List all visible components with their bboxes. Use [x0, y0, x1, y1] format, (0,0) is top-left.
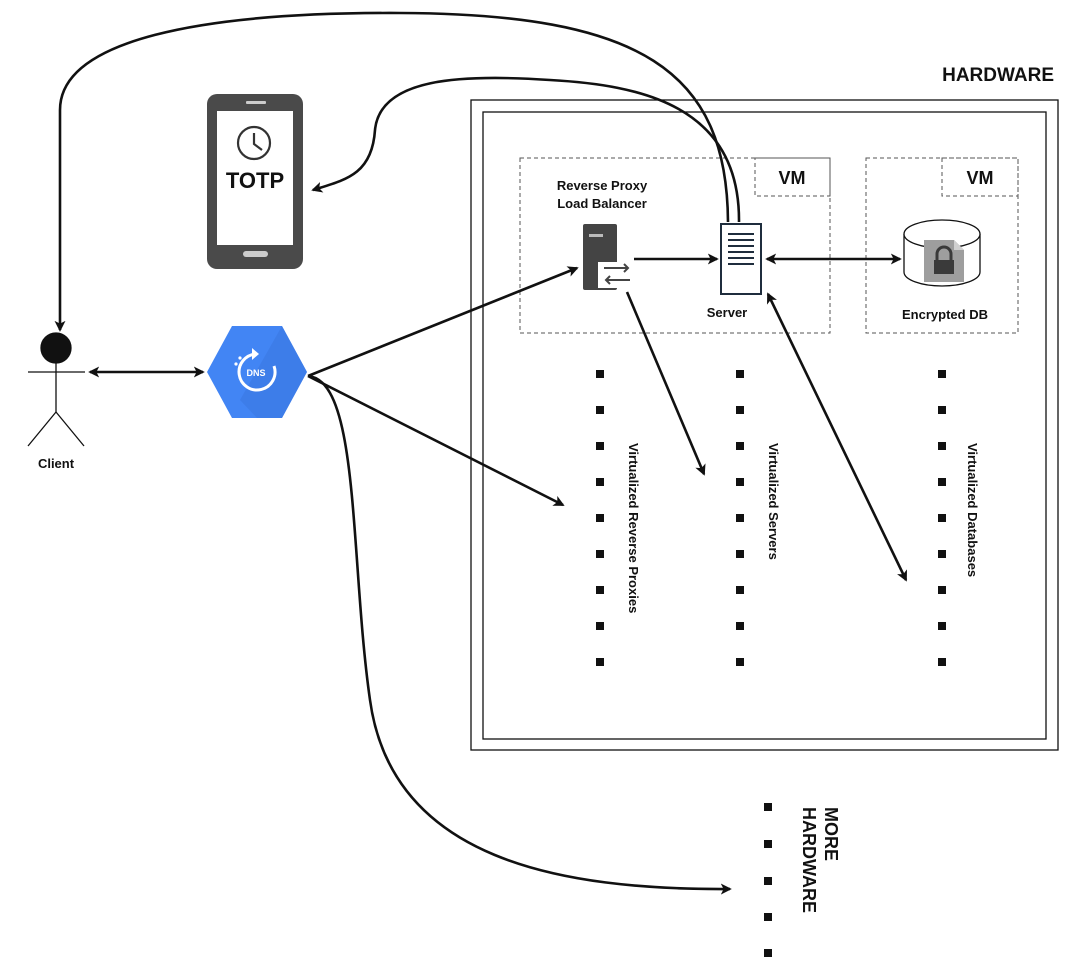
dns-icon: [207, 326, 307, 418]
more-hardware-label-line1: MORE: [821, 807, 841, 861]
arrow-dns-more-hardware: [307, 374, 732, 895]
reverse-proxy-server-icon: [583, 224, 632, 290]
client-label: Client: [38, 456, 75, 471]
arrow-proxy-virtual-servers: [625, 291, 706, 476]
server-icon: [720, 223, 762, 295]
dotted-column-proxies: [596, 370, 604, 666]
phone-clock-icon: [207, 94, 303, 269]
hardware-outer-frame: [470, 99, 1059, 751]
hardware-label: HARDWARE: [942, 65, 1054, 86]
vm-label-db: VM: [967, 168, 994, 188]
server-label: Server: [707, 305, 747, 320]
arrow-server-client: [54, 11, 730, 332]
encrypted-db-label: Encrypted DB: [902, 307, 988, 322]
virtualized-reverse-proxies-label: Virtualized Reverse Proxies: [626, 443, 641, 613]
virtualized-databases-label: Virtualized Databases: [965, 443, 980, 577]
dotted-column-databases: [938, 370, 946, 666]
arrow-dns-proxy: [307, 266, 579, 378]
vm-label-box-app: [754, 157, 831, 197]
more-hardware-label-line2: HARDWARE: [799, 807, 819, 913]
dotted-column-servers: [736, 370, 744, 666]
reverse-proxy-label-line2: Load Balancer: [557, 196, 647, 211]
connectors: [54, 11, 908, 895]
person-icon: [27, 332, 85, 447]
arrow-dns-virtual-proxies: [307, 374, 565, 507]
vm-label-app: VM: [779, 168, 806, 188]
vm-label-box-db: [941, 157, 1019, 197]
arrow-server-virtual-databases: [766, 292, 908, 582]
vm-box-app: [519, 157, 831, 334]
arrow-server-totp: [311, 76, 741, 223]
encrypted-database-icon: [903, 219, 981, 287]
vm-box-db: [865, 157, 1019, 334]
dns-label: DNS: [246, 368, 265, 378]
reverse-proxy-label-line1: Reverse Proxy: [557, 178, 648, 193]
hardware-inner-frame: [482, 111, 1047, 740]
virtualized-servers-label: Virtualized Servers: [766, 443, 781, 560]
totp-label: TOTP: [226, 168, 284, 193]
dotted-column-more-hardware: [764, 803, 772, 957]
